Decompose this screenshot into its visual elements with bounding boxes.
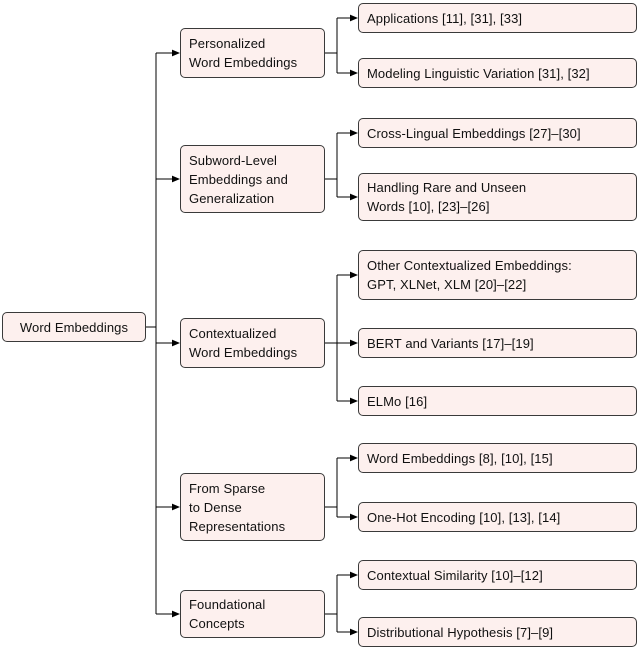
trunk-branch-arrowhead xyxy=(172,503,180,511)
root-word-embeddings-label-line: Word Embeddings xyxy=(19,319,129,335)
cat-foundational-concepts-label-line: Foundational xyxy=(189,597,266,612)
leaf-cross-lingual-label-line: Cross-Lingual Embeddings [27]–[30] xyxy=(367,125,581,141)
leaf-other-contextualized: Other Contextualized Embeddings: GPT, XLN… xyxy=(358,250,637,300)
leaf-branch-arrowhead xyxy=(350,271,358,279)
leaf-branch-arrowhead xyxy=(350,454,358,462)
leaf-branch-arrowhead xyxy=(350,193,358,201)
leaf-branch-arrowhead xyxy=(350,628,358,636)
leaf-elmo: ELMo [16] xyxy=(358,386,637,416)
leaf-branch-arrowhead xyxy=(350,69,358,77)
trunk-branch-arrowhead xyxy=(172,339,180,347)
leaf-linguistic-variation-label-line: Modeling Linguistic Variation [31], [32] xyxy=(367,65,590,81)
leaf-word-embeddings-label-line: Word Embeddings [8], [10], [15] xyxy=(367,450,553,466)
cat-sparse-to-dense-label-line: Representations xyxy=(189,518,286,534)
leaf-linguistic-variation: Modeling Linguistic Variation [31], [32] xyxy=(358,58,637,88)
leaf-rare-unseen-words-label-line: Handling Rare and Unseen xyxy=(367,180,527,195)
leaf-contextual-similarity: Contextual Similarity [10]–[12] xyxy=(358,560,637,590)
trunk-branch-arrowhead xyxy=(172,49,180,57)
cat-contextualized-label-line: Contextualized xyxy=(189,326,277,341)
leaf-branch-arrowhead xyxy=(350,513,358,521)
cat-subword-level-label-line: Embeddings and xyxy=(189,171,288,187)
root-word-embeddings: Word Embeddings xyxy=(2,312,146,342)
leaf-branch-arrowhead xyxy=(350,14,358,22)
leaf-distributional-hypothesis-label-line: Distributional Hypothesis [7]–[9] xyxy=(367,624,554,640)
leaf-word-embeddings: Word Embeddings [8], [10], [15] xyxy=(358,443,637,473)
cat-subword-level-label-line: Subword-Level xyxy=(189,152,278,168)
cat-foundational-concepts-label-line: Concepts xyxy=(189,616,245,631)
leaf-branch-arrowhead xyxy=(350,571,358,579)
leaf-one-hot-encoding-label-line: One-Hot Encoding [10], [13], [14] xyxy=(367,509,561,525)
leaf-rare-unseen-words-label-line: Words [10], [23]–[26] xyxy=(367,199,490,214)
leaf-distributional-hypothesis: Distributional Hypothesis [7]–[9] xyxy=(358,617,637,647)
leaf-one-hot-encoding: One-Hot Encoding [10], [13], [14] xyxy=(358,502,637,532)
trunk-branch-arrowhead xyxy=(172,610,180,618)
leaf-bert-variants-label-line: BERT and Variants [17]–[19] xyxy=(367,335,534,351)
leaf-applications-label-line: Applications [11], [31], [33] xyxy=(367,10,523,26)
leaf-cross-lingual: Cross-Lingual Embeddings [27]–[30] xyxy=(358,118,637,148)
leaf-elmo-label-line: ELMo [16] xyxy=(367,393,428,409)
leaf-other-contextualized-label-line: Other Contextualized Embeddings: xyxy=(367,258,572,273)
cat-subword-level-label-line: Generalization xyxy=(189,190,275,206)
cat-sparse-to-dense-label-line: From Sparse xyxy=(189,480,266,496)
leaf-applications: Applications [11], [31], [33] xyxy=(358,3,637,33)
leaf-branch-arrowhead xyxy=(350,339,358,347)
cat-contextualized-label-line: Word Embeddings xyxy=(189,345,298,360)
leaf-bert-variants: BERT and Variants [17]–[19] xyxy=(358,328,637,358)
cat-sparse-to-dense-label-line: to Dense xyxy=(189,499,242,515)
cat-personalized-label-line: Word Embeddings xyxy=(189,55,298,70)
trunk-branch-arrowhead xyxy=(172,175,180,183)
cat-personalized-label-line: Personalized xyxy=(189,36,266,51)
leaf-other-contextualized-label-line: GPT, XLNet, XLM [20]–[22] xyxy=(367,277,527,292)
leaf-branch-arrowhead xyxy=(350,397,358,405)
leaf-branch-arrowhead xyxy=(350,129,358,137)
leaf-contextual-similarity-label-line: Contextual Similarity [10]–[12] xyxy=(367,567,543,583)
